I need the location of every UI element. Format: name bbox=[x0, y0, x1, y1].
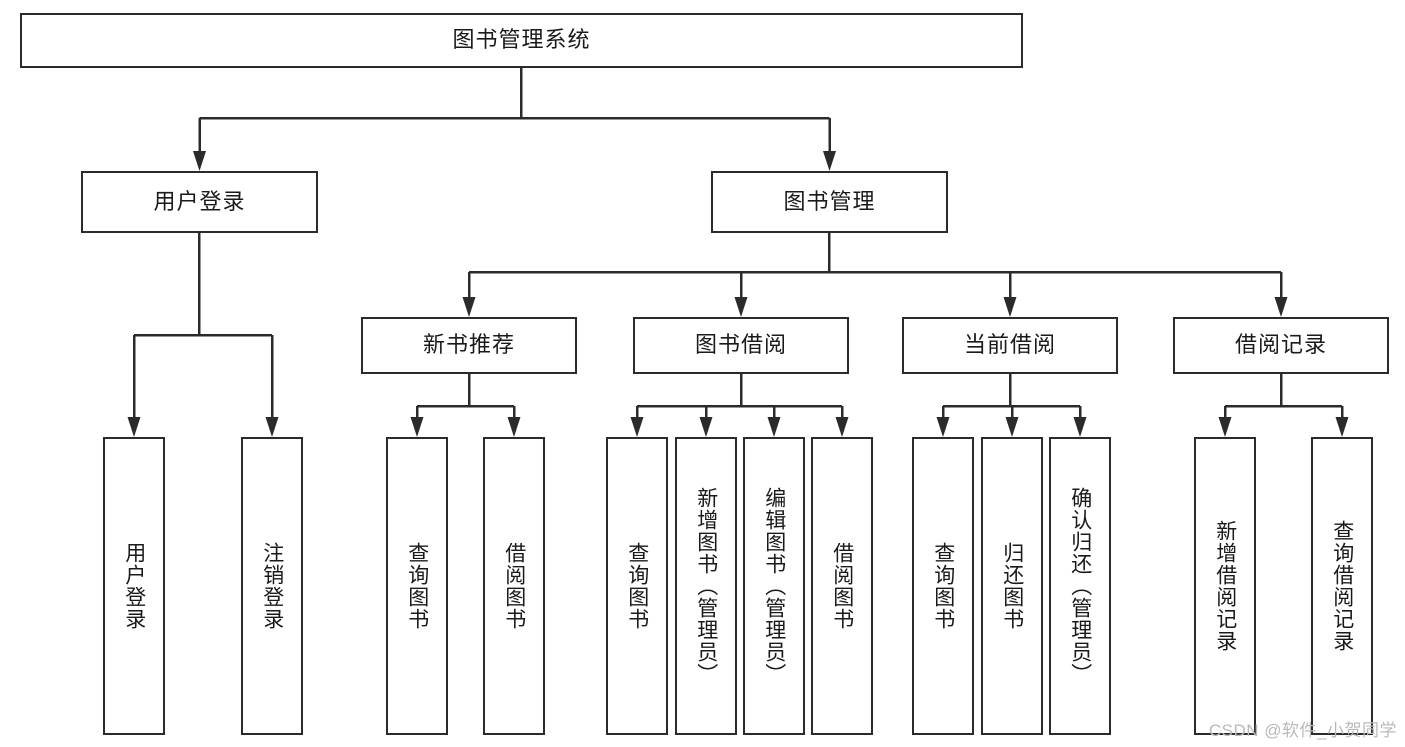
node-user-login[interactable]: 用户登录 bbox=[81, 171, 318, 233]
arrowhead-book-management-to-level3-0 bbox=[462, 297, 476, 317]
node-label: 用户登录 bbox=[153, 188, 246, 214]
node-leaf-edit-book[interactable]: 编辑图书（管理员） bbox=[743, 437, 805, 735]
node-label: 图书借阅 bbox=[694, 332, 787, 358]
node-label: 确认归还（管理员） bbox=[1068, 487, 1092, 685]
node-new-book-recommend[interactable]: 新书推荐 bbox=[361, 317, 577, 374]
node-root[interactable]: 图书管理系统 bbox=[20, 13, 1023, 68]
node-label: 查询图书 bbox=[405, 542, 429, 630]
node-label: 借阅图书 bbox=[502, 542, 526, 630]
node-label: 归还图书 bbox=[1000, 542, 1024, 630]
node-leaf-query-book-current[interactable]: 查询图书 bbox=[912, 437, 974, 735]
node-leaf-query-borrow-record[interactable]: 查询借阅记录 bbox=[1311, 437, 1373, 735]
node-leaf-query-book-borrow[interactable]: 查询图书 bbox=[606, 437, 668, 735]
node-leaf-query-book-recommend[interactable]: 查询图书 bbox=[386, 437, 448, 735]
node-label: 新书推荐 bbox=[422, 332, 515, 358]
node-leaf-logout[interactable]: 注销登录 bbox=[241, 437, 303, 735]
node-leaf-add-borrow-record[interactable]: 新增借阅记录 bbox=[1194, 437, 1256, 735]
node-label: 查询借阅记录 bbox=[1330, 520, 1354, 652]
arrowhead-book-borrow-to-leaves-3 bbox=[835, 417, 849, 437]
arrowhead-book-management-to-level3-2 bbox=[1003, 297, 1017, 317]
node-leaf-borrow-book[interactable]: 借阅图书 bbox=[811, 437, 873, 735]
arrowhead-root-to-level2-0 bbox=[193, 151, 206, 171]
node-book-management[interactable]: 图书管理 bbox=[711, 171, 948, 233]
node-label: 图书管理系统 bbox=[452, 27, 591, 53]
node-label: 注销登录 bbox=[260, 542, 284, 630]
node-label: 新增图书（管理员） bbox=[694, 487, 718, 685]
arrowhead-user-login-to-leaves-1 bbox=[265, 417, 279, 437]
arrowhead-new-book-recommend-to-leaves-1 bbox=[507, 417, 521, 437]
node-label: 借阅记录 bbox=[1234, 332, 1327, 358]
arrowhead-borrow-record-to-leaves-1 bbox=[1335, 417, 1349, 437]
node-leaf-return-book[interactable]: 归还图书 bbox=[981, 437, 1043, 735]
node-leaf-add-book[interactable]: 新增图书（管理员） bbox=[675, 437, 737, 735]
arrowhead-current-borrow-to-leaves-0 bbox=[936, 417, 950, 437]
arrowhead-book-borrow-to-leaves-0 bbox=[630, 417, 644, 437]
node-label: 新增借阅记录 bbox=[1213, 520, 1237, 652]
node-leaf-confirm-return[interactable]: 确认归还（管理员） bbox=[1049, 437, 1111, 735]
node-book-borrow[interactable]: 图书借阅 bbox=[633, 317, 849, 374]
arrowhead-current-borrow-to-leaves-2 bbox=[1073, 417, 1087, 437]
node-borrow-record[interactable]: 借阅记录 bbox=[1173, 317, 1389, 374]
watermark-label: CSDN @软件_小贺同学 bbox=[1208, 721, 1397, 740]
arrowhead-new-book-recommend-to-leaves-0 bbox=[410, 417, 424, 437]
node-label: 用户登录 bbox=[122, 542, 146, 630]
arrowhead-borrow-record-to-leaves-0 bbox=[1218, 417, 1232, 437]
node-label: 当前借阅 bbox=[963, 332, 1056, 358]
arrowhead-root-to-level2-1 bbox=[823, 151, 836, 171]
arrowhead-book-borrow-to-leaves-2 bbox=[767, 417, 781, 437]
arrowhead-book-borrow-to-leaves-1 bbox=[699, 417, 713, 437]
arrowhead-book-management-to-level3-1 bbox=[734, 297, 748, 317]
node-label: 借阅图书 bbox=[830, 542, 854, 630]
node-label: 查询图书 bbox=[931, 542, 955, 630]
arrowhead-current-borrow-to-leaves-1 bbox=[1005, 417, 1019, 437]
node-leaf-borrow-book-recommend[interactable]: 借阅图书 bbox=[483, 437, 545, 735]
arrowhead-book-management-to-level3-3 bbox=[1274, 297, 1288, 317]
node-label: 查询图书 bbox=[625, 542, 649, 630]
node-leaf-user-login[interactable]: 用户登录 bbox=[103, 437, 165, 735]
node-label: 编辑图书（管理员） bbox=[762, 487, 786, 685]
node-current-borrow[interactable]: 当前借阅 bbox=[902, 317, 1118, 374]
node-label: 图书管理 bbox=[783, 188, 876, 214]
arrowhead-user-login-to-leaves-0 bbox=[127, 417, 141, 437]
